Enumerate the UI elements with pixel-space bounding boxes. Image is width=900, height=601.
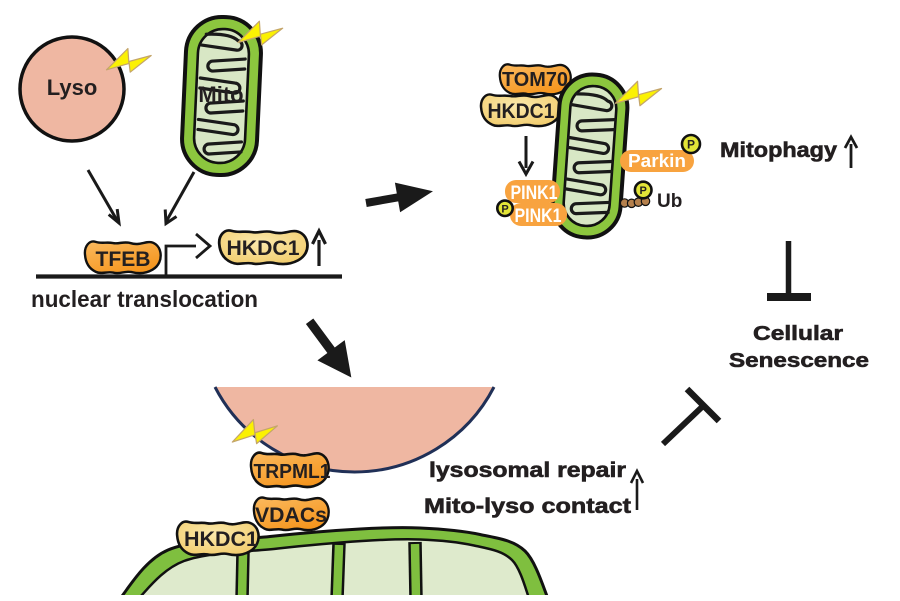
svg-text:Cellular: Cellular xyxy=(753,323,843,345)
svg-text:lysosomal repair: lysosomal repair xyxy=(429,459,626,482)
svg-text:Mito: Mito xyxy=(198,82,243,107)
svg-text:TRPML1: TRPML1 xyxy=(254,460,331,483)
svg-text:Lyso: Lyso xyxy=(47,75,98,100)
svg-text:PINK1: PINK1 xyxy=(515,205,562,227)
svg-text:TOM70: TOM70 xyxy=(502,69,568,91)
svg-text:nuclear translocation: nuclear translocation xyxy=(31,286,258,312)
svg-text:Ub: Ub xyxy=(657,191,682,212)
svg-text:Mito-lyso contact: Mito-lyso contact xyxy=(424,495,631,518)
svg-text:P: P xyxy=(687,138,695,152)
svg-text:HKDC1: HKDC1 xyxy=(488,100,555,123)
svg-text:HKDC1: HKDC1 xyxy=(184,528,258,551)
svg-text:HKDC1: HKDC1 xyxy=(227,237,300,260)
svg-text:TFEB: TFEB xyxy=(96,248,151,271)
svg-text:PINK1: PINK1 xyxy=(511,182,558,204)
svg-text:VDACs: VDACs xyxy=(255,504,327,527)
svg-text:P: P xyxy=(501,204,508,216)
svg-text:P: P xyxy=(640,185,647,197)
svg-text:Mitophagy: Mitophagy xyxy=(720,139,837,162)
svg-text:Senescence: Senescence xyxy=(729,350,869,372)
svg-text:Parkin: Parkin xyxy=(628,151,686,171)
